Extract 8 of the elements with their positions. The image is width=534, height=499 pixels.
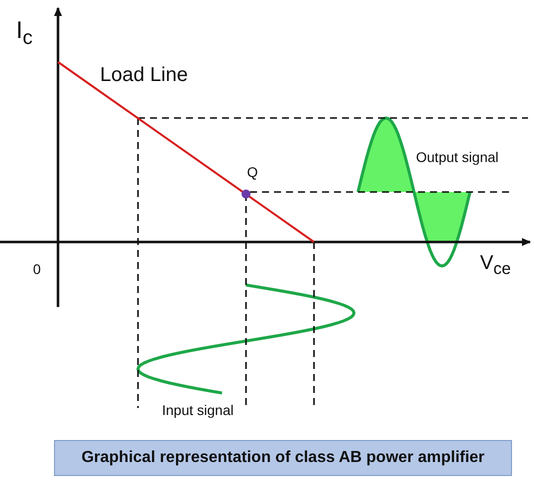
origin-label: 0 [33, 262, 41, 278]
axis-label: V$_{ce}$ [480, 252, 511, 278]
point-label: Q [247, 165, 258, 180]
caption: Graphical representation of class AB power amplifier [54, 440, 512, 476]
axis-label: I$_{c}$ [16, 18, 33, 49]
line-label: Load Line [100, 64, 188, 86]
signal-label: Input signal [162, 403, 234, 418]
signal-label: Output signal [416, 150, 498, 166]
